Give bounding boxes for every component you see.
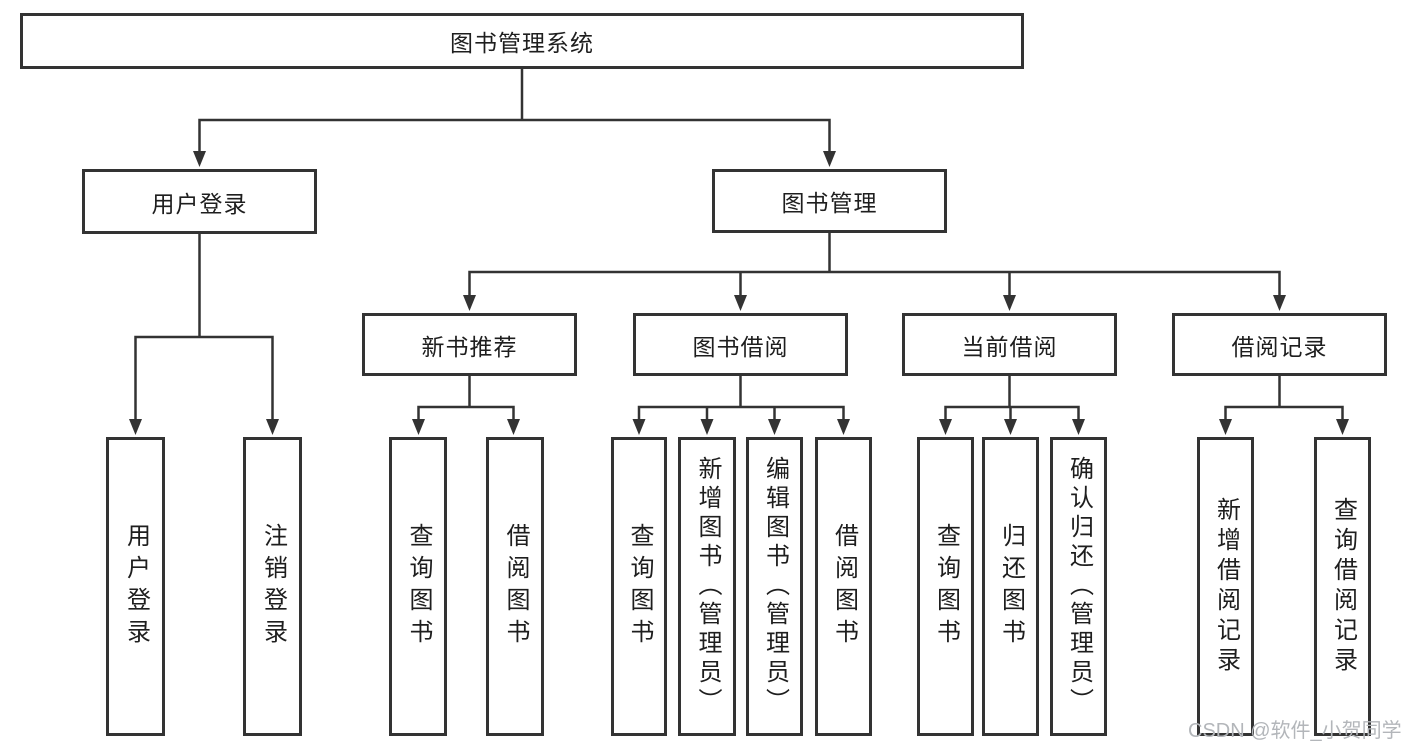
leaf-logout: 注销登录 xyxy=(243,437,302,736)
leaf-logout-label: 注销登录 xyxy=(259,522,287,651)
node-current-borrowing: 当前借阅 xyxy=(902,313,1117,376)
node-user-login: 用户登录 xyxy=(82,169,317,234)
leaf-edit-books-admin-label: 编辑图书（管理员） xyxy=(761,456,789,717)
leaf-user-login: 用户登录 xyxy=(106,437,165,736)
leaf-borrow-books-label: 借阅图书 xyxy=(830,522,858,651)
leaf-add-borrow-record-label: 新增借阅记录 xyxy=(1212,496,1240,677)
leaf-confirm-return-admin: 确认归还（管理员） xyxy=(1050,437,1107,736)
connector-lines xyxy=(134,69,1344,421)
leaf-borrow-books-recommend: 借阅图书 xyxy=(486,437,544,736)
node-book-borrowing-label: 图书借阅 xyxy=(692,333,789,360)
leaf-query-borrow-record: 查询借阅记录 xyxy=(1314,437,1371,736)
leaf-add-books-admin: 新增图书（管理员） xyxy=(678,437,736,736)
leaf-return-books-label: 归还图书 xyxy=(997,522,1025,651)
node-book-management-label: 图书管理 xyxy=(781,190,878,216)
leaf-query-books-current: 查询图书 xyxy=(917,437,974,736)
leaf-query-books-recommend: 查询图书 xyxy=(389,437,447,736)
leaf-edit-books-admin: 编辑图书（管理员） xyxy=(746,437,803,736)
leaf-query-books-current-label: 查询图书 xyxy=(932,522,960,651)
leaf-query-books-borrow: 查询图书 xyxy=(611,437,667,736)
leaf-query-borrow-record-label: 查询借阅记录 xyxy=(1329,496,1357,677)
node-new-book-recommendation: 新书推荐 xyxy=(362,313,577,376)
node-borrowing-records-label: 借阅记录 xyxy=(1231,333,1328,360)
leaf-query-books-borrow-label: 查询图书 xyxy=(626,522,653,651)
node-new-book-recommendation-label: 新书推荐 xyxy=(421,333,518,360)
node-library-system-label: 图书管理系统 xyxy=(450,30,594,56)
leaf-add-books-admin-label: 新增图书（管理员） xyxy=(694,456,721,717)
node-book-management: 图书管理 xyxy=(712,169,947,233)
node-user-login-label: 用户登录 xyxy=(151,190,248,217)
node-book-borrowing: 图书借阅 xyxy=(633,313,848,376)
node-library-system: 图书管理系统 xyxy=(20,13,1024,69)
leaf-borrow-books: 借阅图书 xyxy=(815,437,872,736)
leaf-return-books: 归还图书 xyxy=(982,437,1039,736)
leaf-borrow-books-recommend-label: 借阅图书 xyxy=(502,522,529,651)
leaf-confirm-return-admin-label: 确认归还（管理员） xyxy=(1065,456,1093,717)
leaf-query-books-recommend-label: 查询图书 xyxy=(405,522,432,651)
node-borrowing-records: 借阅记录 xyxy=(1172,313,1387,376)
node-current-borrowing-label: 当前借阅 xyxy=(961,333,1058,360)
leaf-add-borrow-record: 新增借阅记录 xyxy=(1197,437,1254,736)
csdn-watermark: CSDN @软件_小贺同学 xyxy=(1188,720,1402,742)
leaf-user-login-label: 用户登录 xyxy=(122,522,150,651)
